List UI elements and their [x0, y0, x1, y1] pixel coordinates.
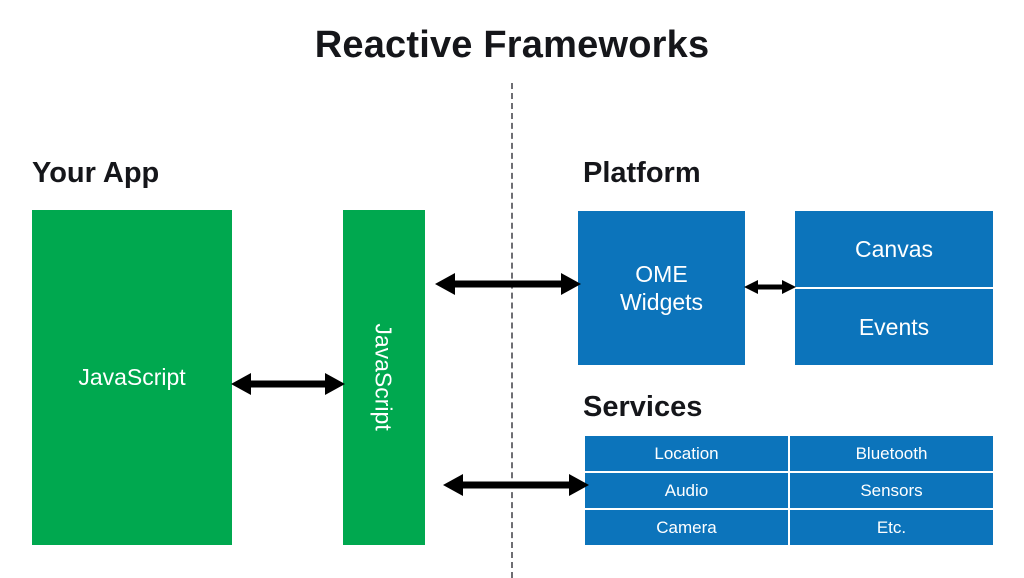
section-label-your-app: Your App	[32, 157, 160, 189]
box-app-javascript-label: JavaScript	[78, 364, 186, 391]
arrow-app-to-bridge-icon	[231, 373, 345, 395]
section-label-platform: Platform	[583, 157, 701, 189]
section-label-services: Services	[583, 391, 703, 423]
box-ome-widgets-label: OME Widgets	[620, 260, 703, 316]
arrow-ome-to-canvas-icon	[744, 280, 796, 294]
service-cell-etc[interactable]: Etc.	[790, 510, 993, 545]
arrow-bridge-to-ome-icon	[435, 273, 581, 295]
service-cell-camera[interactable]: Camera	[585, 510, 788, 545]
box-canvas[interactable]: Canvas	[795, 211, 993, 287]
box-events[interactable]: Events	[795, 287, 993, 365]
box-canvas-events-stack: Canvas Events	[795, 211, 993, 365]
box-ome-widgets[interactable]: OME Widgets	[578, 211, 745, 365]
platform-boundary-divider	[511, 83, 513, 578]
service-cell-audio[interactable]: Audio	[585, 473, 788, 508]
ome-line-2: Widgets	[619, 289, 704, 315]
box-events-label: Events	[858, 313, 930, 340]
ome-line-1: OME	[635, 260, 688, 287]
box-bridge-javascript-label: JavaScript	[371, 323, 398, 432]
box-app-javascript[interactable]: JavaScript	[32, 210, 232, 545]
service-cell-sensors[interactable]: Sensors	[790, 473, 993, 508]
services-grid: Location Bluetooth Audio Sensors Camera …	[585, 436, 993, 545]
box-bridge-javascript[interactable]: JavaScript	[343, 210, 425, 545]
box-canvas-label: Canvas	[855, 235, 933, 262]
service-cell-bluetooth[interactable]: Bluetooth	[790, 436, 993, 471]
service-cell-location[interactable]: Location	[585, 436, 788, 471]
arrow-bridge-to-services-icon	[443, 474, 589, 496]
page-title: Reactive Frameworks	[314, 24, 710, 66]
